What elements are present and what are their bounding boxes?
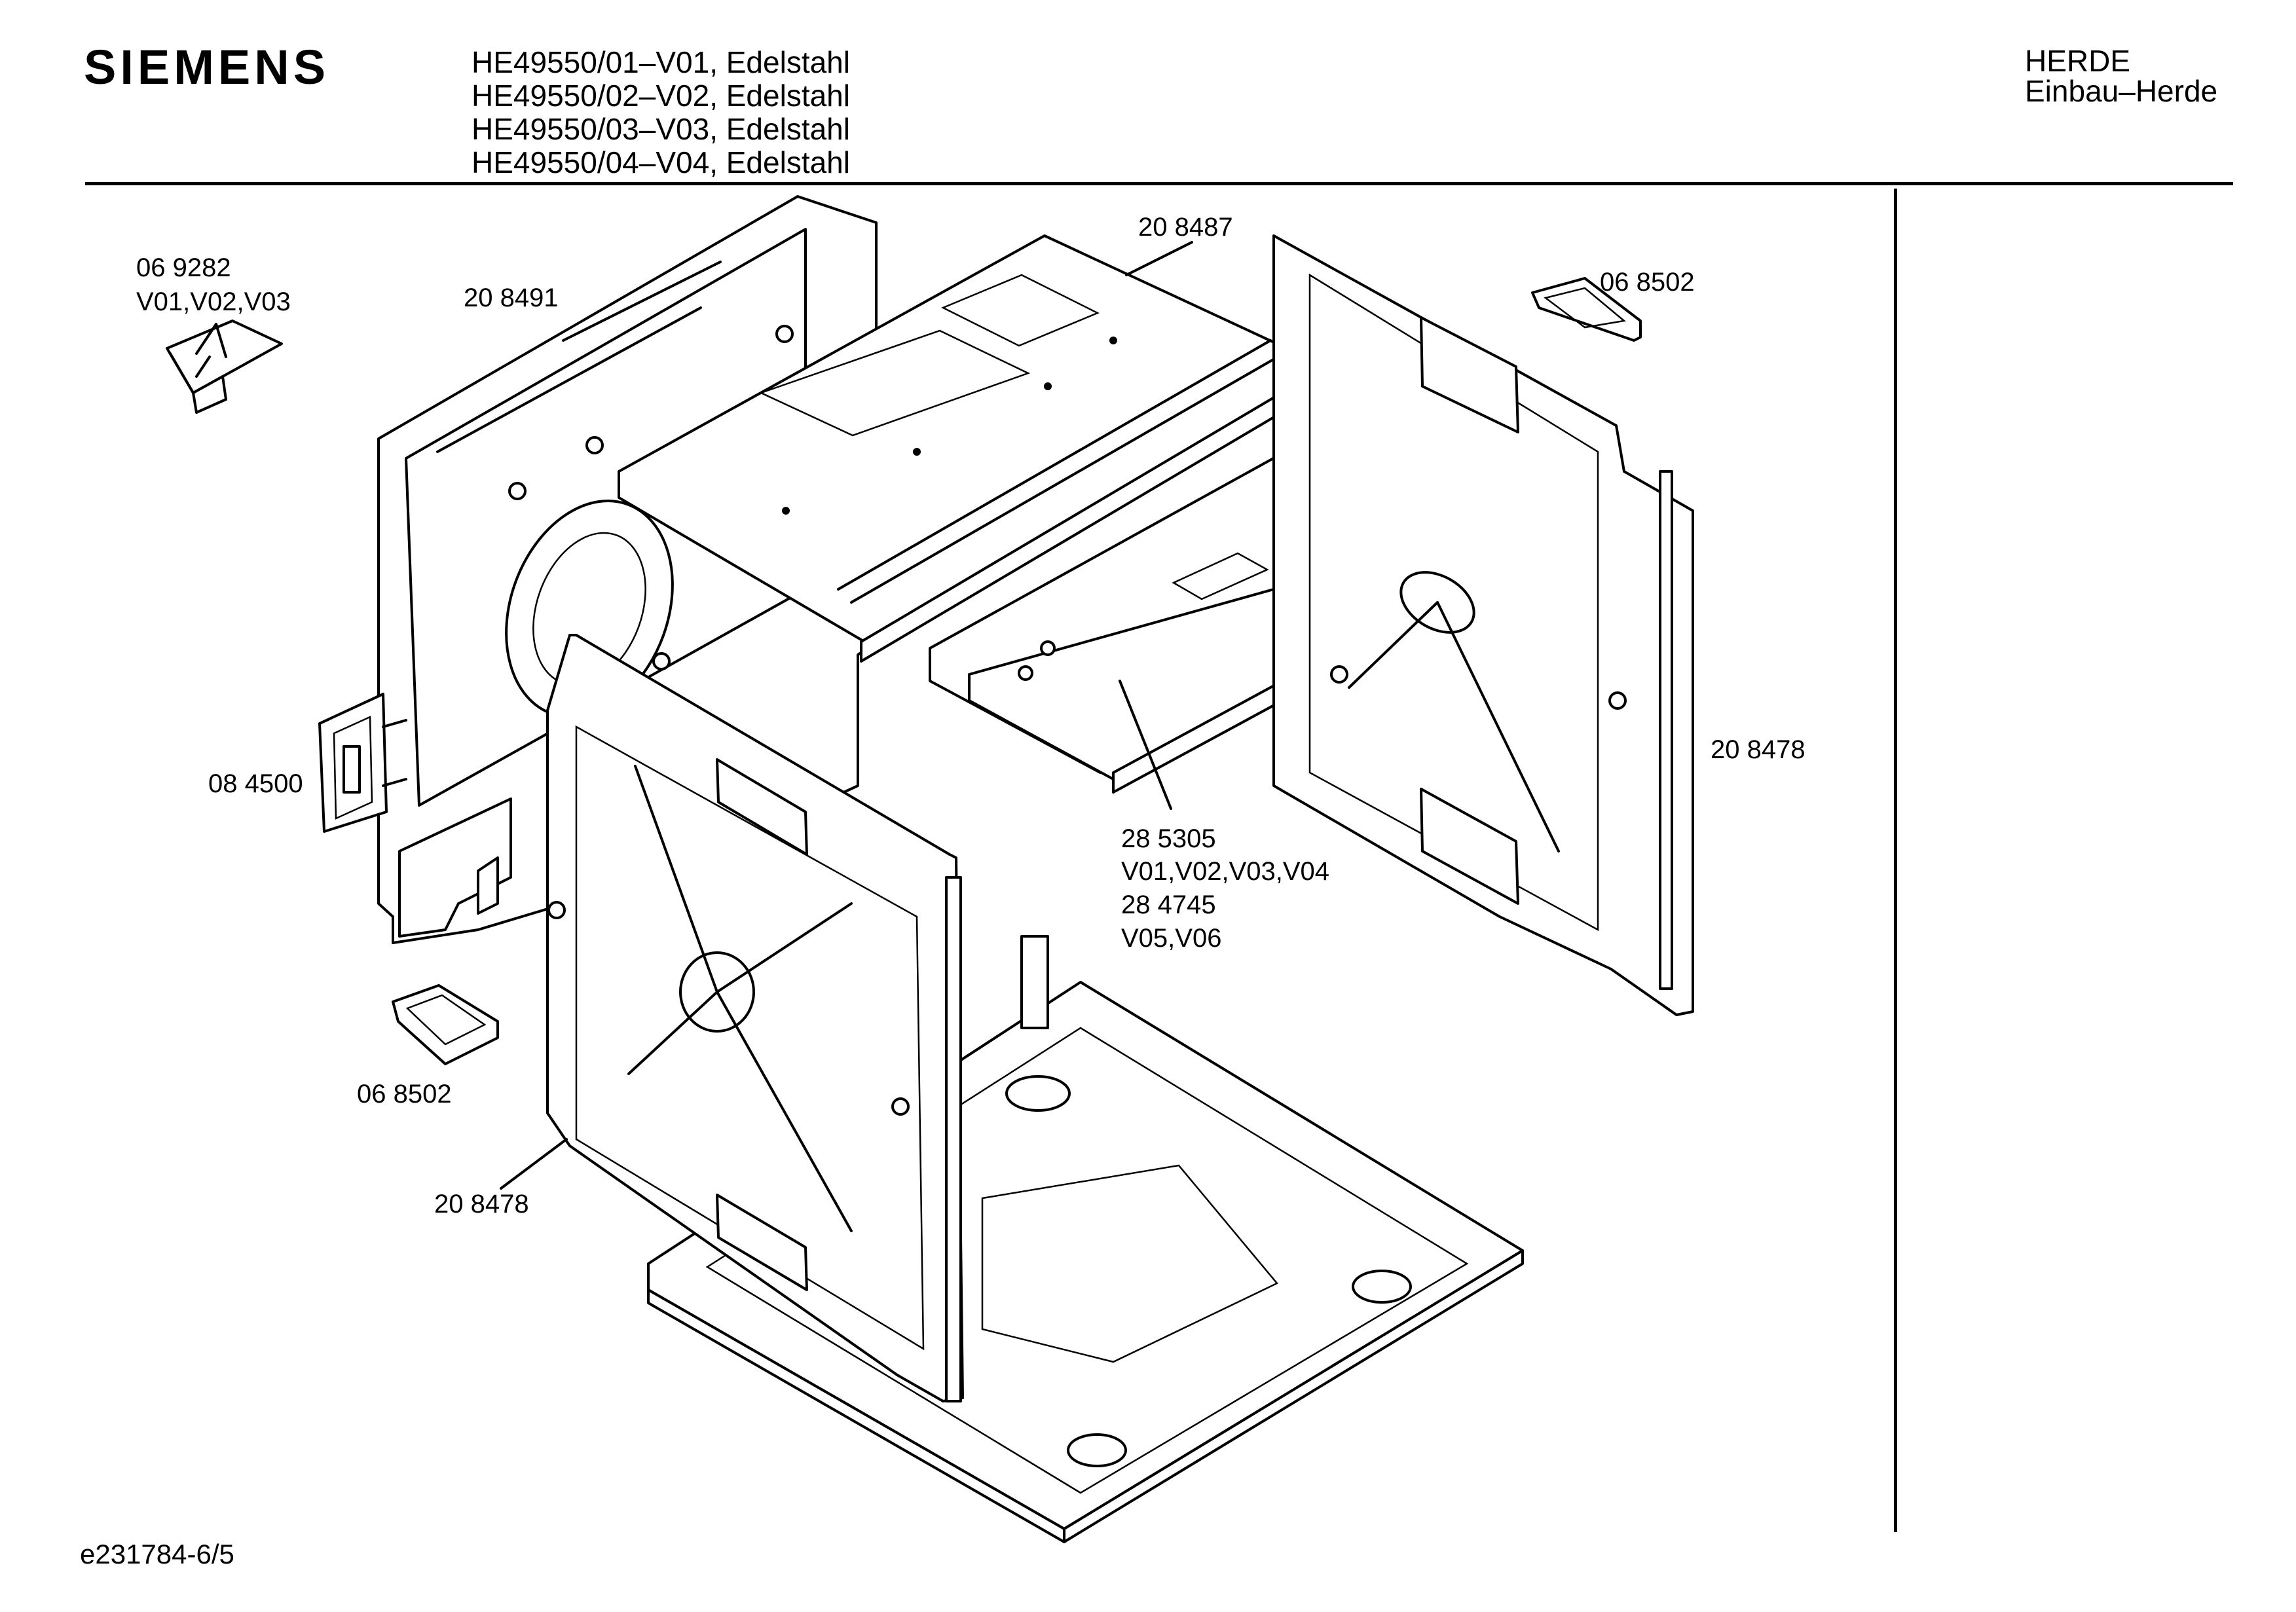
label-208487: 20 8487 (1138, 213, 1233, 242)
side-divider (1894, 189, 1897, 1532)
model-line-3: HE49550/03–V03, Edelstahl (472, 112, 850, 146)
category-subtitle: Einbau–Herde (2025, 74, 2218, 108)
document-id: e231784-6/5 (80, 1539, 234, 1569)
category-title: HERDE (2025, 44, 2131, 78)
label-285305-variants: V01,V02,V03,V04 (1121, 857, 1329, 886)
label-068502-top: 06 8502 (1600, 268, 1695, 297)
top-plate-part (618, 234, 1316, 663)
siemens-logo: SIEMENS (84, 40, 330, 94)
label-285305: 28 5305 (1121, 824, 1216, 853)
right-wall-part (1272, 234, 1694, 1016)
label-284745: 28 4745 (1121, 890, 1216, 919)
label-284745-variants: V05,V06 (1121, 924, 1221, 953)
label-208478-right: 20 8478 (1711, 735, 1805, 764)
handle-bottom-part (392, 984, 499, 1065)
model-list: HE49550/01–V01, Edelstahl HE49550/02–V02… (472, 46, 850, 179)
label-068502-bottom: 06 8502 (357, 1080, 452, 1108)
header-divider (85, 182, 2233, 185)
connector-part (318, 693, 407, 833)
model-line-4: HE49550/04–V04, Edelstahl (472, 145, 850, 179)
model-line-2: HE49550/02–V02, Edelstahl (472, 79, 850, 113)
label-208491: 20 8491 (464, 284, 559, 312)
model-line-1: HE49550/01–V01, Edelstahl (472, 45, 850, 79)
product-category: HERDE Einbau–Herde (2025, 46, 2217, 106)
lamp-cover-part (166, 320, 283, 414)
label-069282-variants: V01,V02,V03 (136, 287, 291, 316)
label-208478-left: 20 8478 (434, 1190, 529, 1218)
label-084500: 08 4500 (208, 769, 303, 798)
handle-top-part (1531, 277, 1642, 342)
left-wall-part (546, 634, 964, 1402)
label-069282: 06 9282 (136, 253, 231, 282)
leader-lines (195, 241, 1193, 1190)
